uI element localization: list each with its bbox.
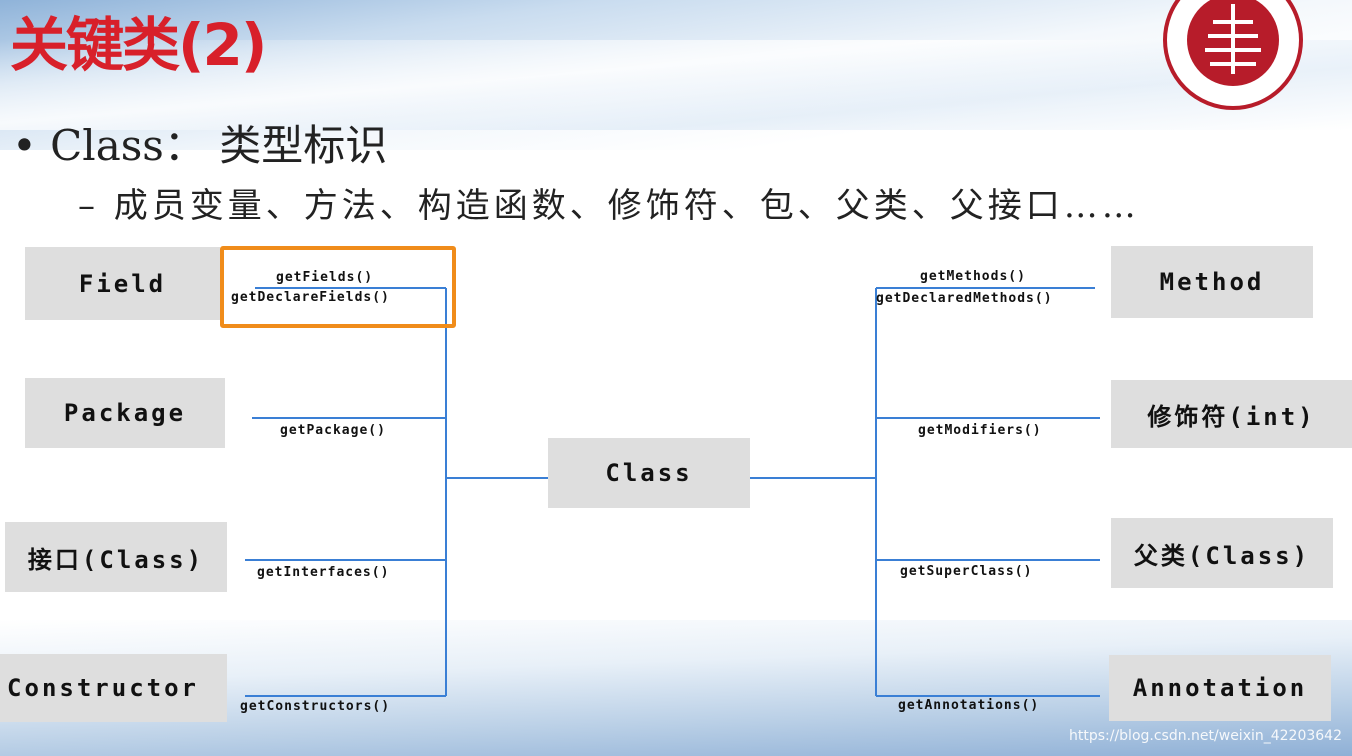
highlight-box-getfields — [220, 246, 456, 328]
method-label-getconstructors: getConstructors() — [240, 699, 391, 714]
method-label-getsuperclass: getSuperClass() — [900, 564, 1033, 579]
node-class-center: Class — [548, 438, 750, 508]
header-background — [0, 0, 1352, 150]
bullet-class: • Class： 类型标识 — [12, 121, 388, 170]
method-label-getdeclarefields: getDeclareFields() — [231, 290, 390, 305]
node-package: Package — [25, 378, 225, 448]
node-field: Field — [25, 247, 220, 320]
method-label-getfields: getFields() — [276, 270, 374, 285]
node-superclass: 父类(Class) — [1111, 518, 1333, 588]
node-constructor: Constructor — [0, 654, 227, 722]
method-label-getmodifiers: getModifiers() — [918, 423, 1042, 438]
method-label-getannotations: getAnnotations() — [898, 698, 1040, 713]
node-method: Method — [1111, 246, 1313, 318]
slide-title: 关键类(2) — [10, 11, 267, 79]
method-label-getpackage: getPackage() — [280, 423, 386, 438]
node-modifier: 修饰符(int) — [1111, 380, 1352, 448]
method-label-getdeclaredmethods: getDeclaredMethods() — [876, 291, 1053, 306]
university-logo — [1163, 0, 1303, 110]
method-label-getinterfaces: getInterfaces() — [257, 565, 390, 580]
node-interface: 接口(Class) — [5, 522, 227, 592]
sub-bullet-members: – 成员变量、方法、构造函数、修饰符、包、父类、父接口…… — [78, 186, 1140, 226]
watermark: https://blog.csdn.net/weixin_42203642 — [1068, 728, 1342, 744]
node-annotation: Annotation — [1109, 655, 1331, 721]
method-label-getmethods: getMethods() — [920, 269, 1026, 284]
